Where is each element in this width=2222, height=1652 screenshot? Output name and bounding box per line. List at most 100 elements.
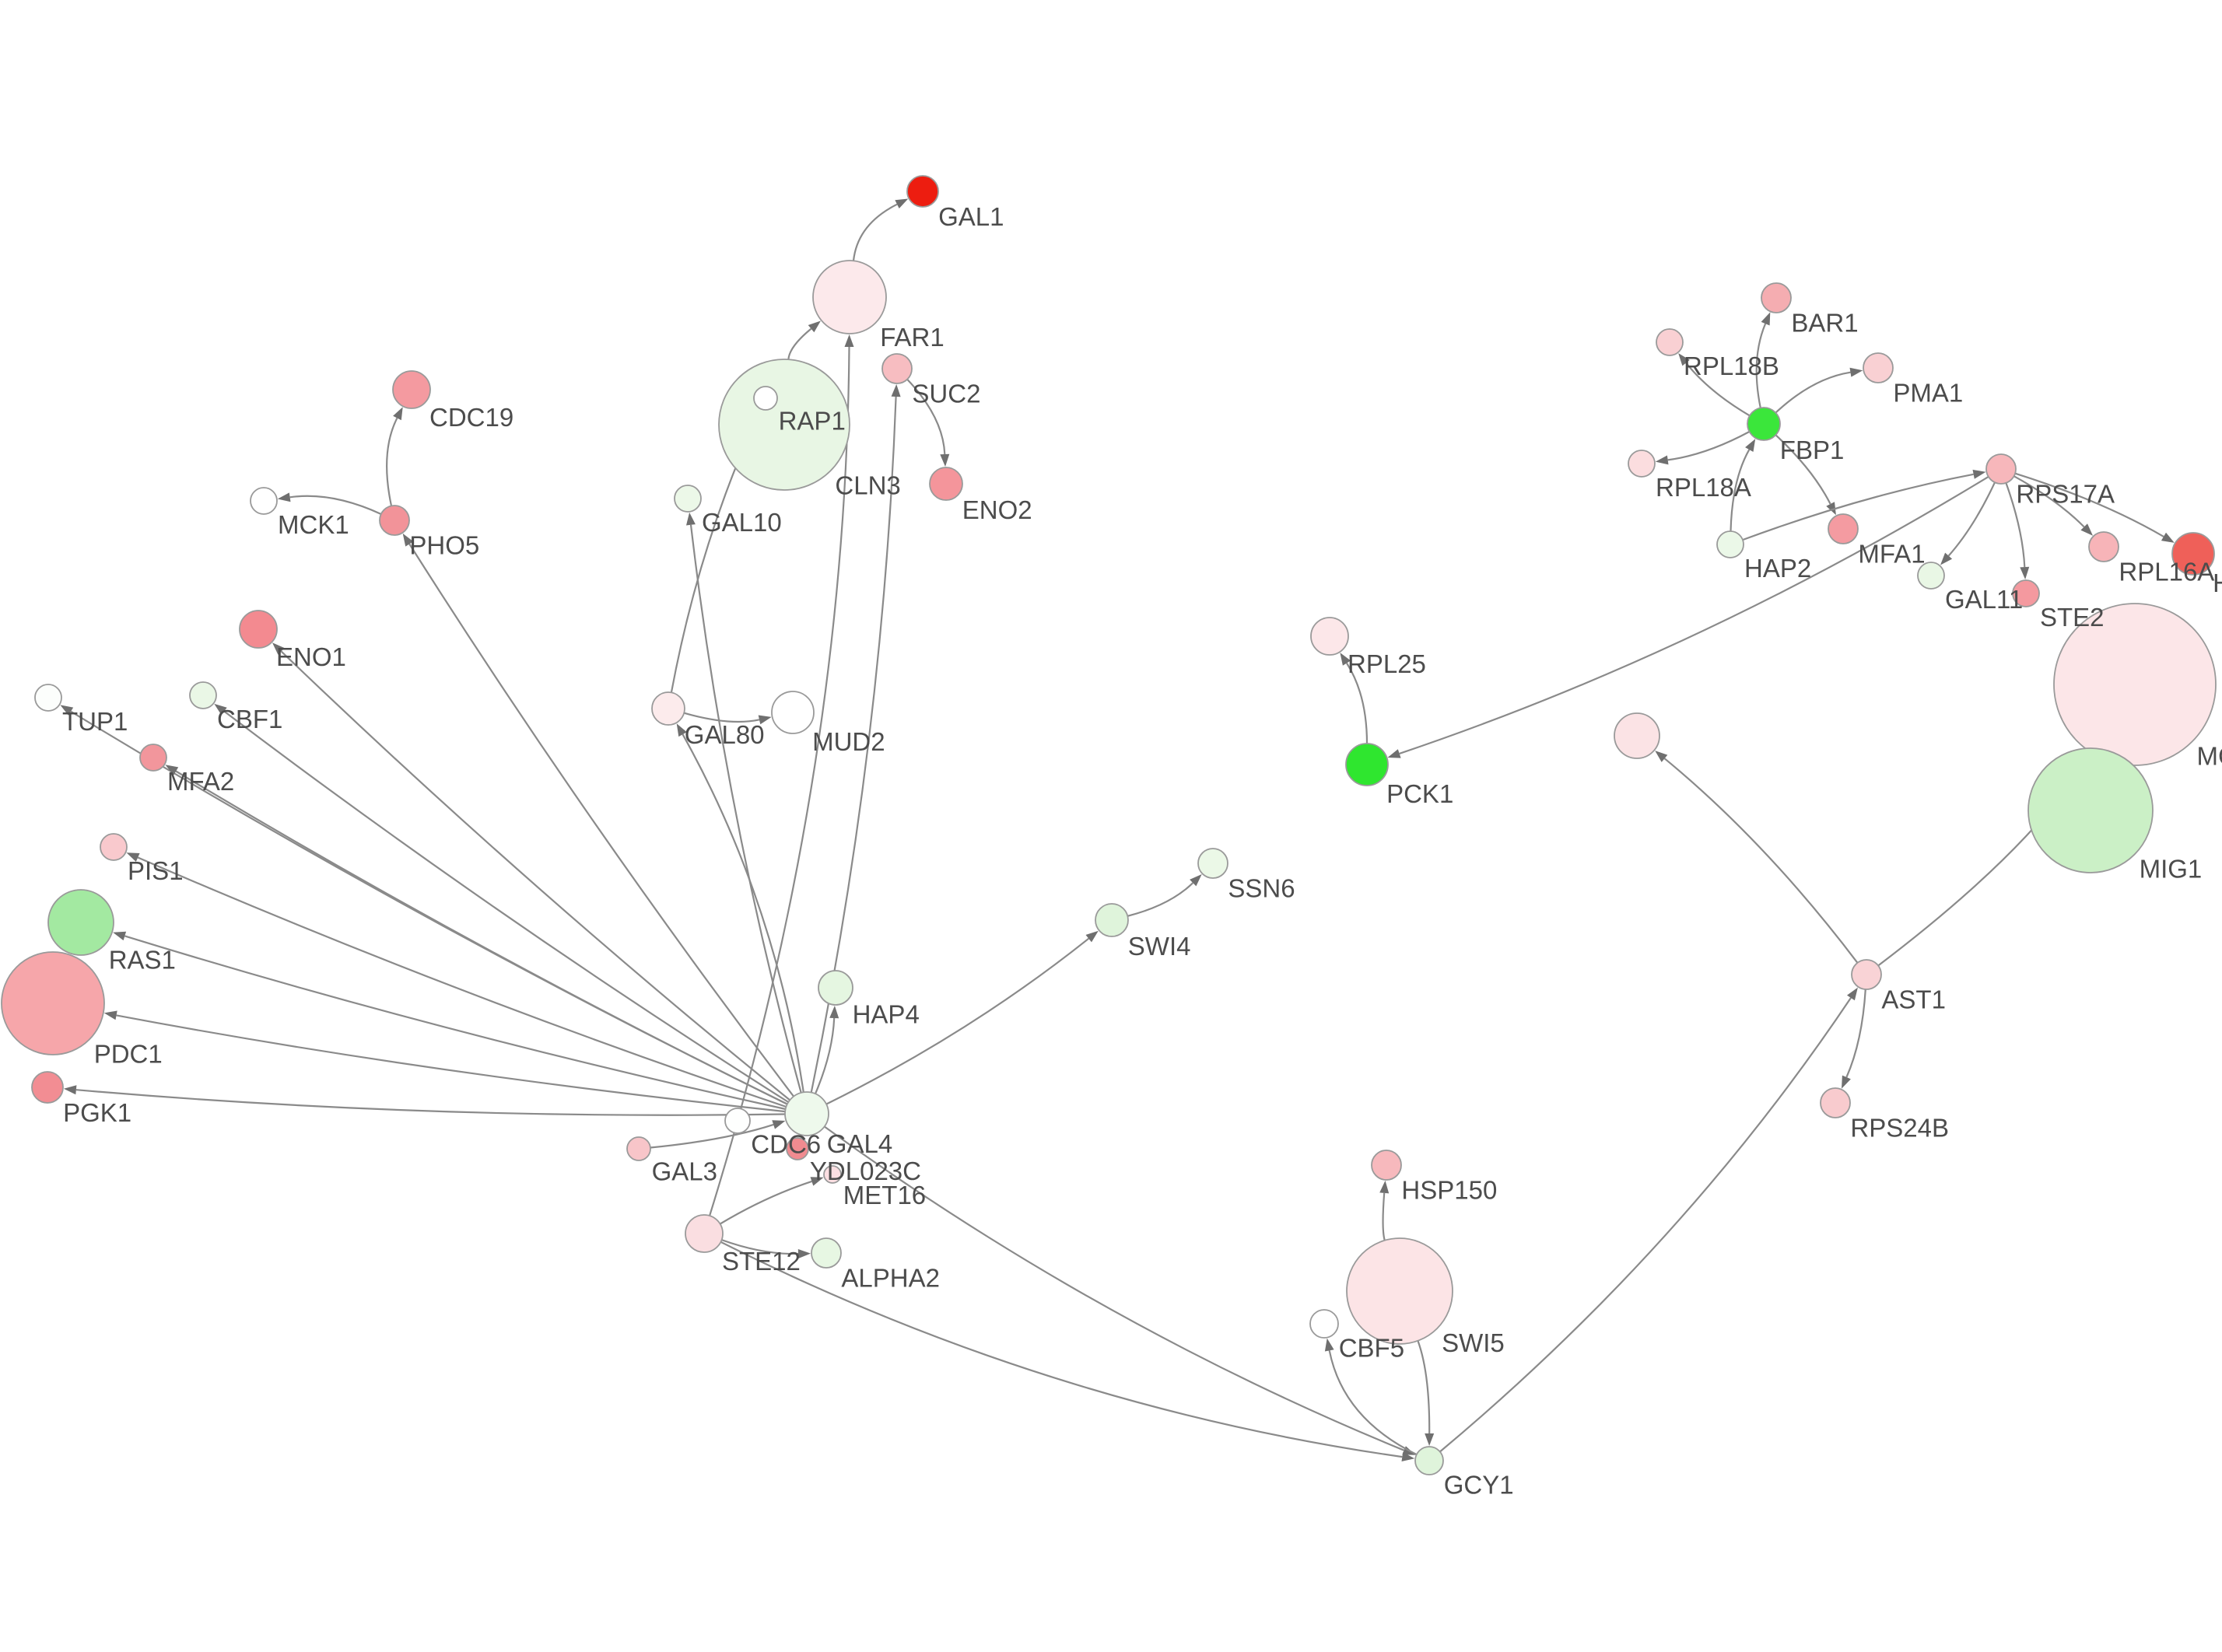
edge-GAL4-GAL80[interactable] (682, 733, 804, 1093)
edge-SUC2-ENO2[interactable] (906, 379, 946, 455)
edge-GAL4-PIS1[interactable] (137, 856, 787, 1108)
node-RPL25[interactable] (1310, 617, 1349, 656)
edge-RPS17A-PCK1[interactable] (1399, 475, 1989, 754)
edge-FBP1-RPL18A[interactable] (1667, 431, 1751, 461)
node-RPS17A[interactable] (1985, 453, 2017, 485)
edge-GAL4-GAL10[interactable] (689, 524, 802, 1094)
node-SUC2[interactable] (881, 353, 913, 384)
node-STE12[interactable] (685, 1214, 724, 1253)
edge-GAL4-SWI4[interactable] (825, 937, 1089, 1105)
node-PIS1[interactable] (100, 833, 128, 861)
edge-GAL80-MUD2[interactable] (683, 712, 760, 723)
node-PHO5[interactable] (379, 505, 410, 536)
node-CBF5[interactable] (1309, 1309, 1339, 1339)
node-PMA1[interactable] (1863, 352, 1894, 383)
node-MCM1[interactable] (2053, 603, 2217, 766)
node-PDC1[interactable] (1, 951, 105, 1055)
edge-GCY1-AST1[interactable] (1439, 997, 1852, 1453)
node-RAP1[interactable] (753, 386, 778, 411)
node-GCY1[interactable] (1414, 1446, 1444, 1475)
node-AST1[interactable] (1851, 959, 1882, 990)
node-MFA1[interactable] (1828, 513, 1859, 544)
edge-AST1-N_UNLABELED[interactable] (1663, 758, 1859, 964)
node-GAL80[interactable] (651, 691, 685, 726)
node-GAL11[interactable] (1917, 562, 1945, 590)
edge-FBP1-MFA1[interactable] (1775, 434, 1831, 505)
node-label-FBP1: FBP1 (1780, 436, 1845, 464)
edge-GAL4-ENO1[interactable] (280, 650, 790, 1101)
edge-PCK1-RPL25[interactable] (1346, 663, 1369, 744)
node-YDL023C[interactable] (786, 1137, 809, 1160)
node-HSP150[interactable] (1371, 1150, 1402, 1181)
edge-FBP1-PMA1[interactable] (1775, 371, 1851, 414)
edge-RPS17A-GAL11[interactable] (1947, 481, 1996, 557)
node-PGK1[interactable] (31, 1071, 64, 1104)
edge-GAL4-PDC1[interactable] (116, 1014, 786, 1113)
node-TUP1[interactable] (34, 684, 62, 712)
node-CBF1[interactable] (189, 681, 217, 709)
node-RPL18B[interactable] (1656, 328, 1684, 356)
edge-RPS17A-HIS4[interactable] (2014, 472, 2164, 537)
node-MCK1[interactable] (250, 487, 278, 515)
edge-CLN3-FAR1[interactable] (787, 327, 812, 360)
node-FAR1[interactable] (812, 260, 887, 334)
node-FBP1[interactable] (1747, 407, 1781, 441)
node-ENO1[interactable] (239, 610, 278, 649)
node-BAR1[interactable] (1761, 282, 1792, 313)
node-RAS1[interactable] (47, 889, 114, 956)
node-HAP2[interactable] (1716, 530, 1744, 558)
edge-GAL4-PHO5[interactable] (408, 543, 794, 1097)
edge-STE12-FAR1[interactable] (709, 346, 850, 1216)
edge-GAL3-GAL4[interactable] (650, 1123, 774, 1149)
node-RPL18A[interactable] (1628, 450, 1656, 478)
edge-RPS17A-STE2[interactable] (2005, 482, 2026, 568)
edge-GCY1-CBF5[interactable] (1328, 1350, 1418, 1456)
edge-PHO5-MCK1[interactable] (289, 495, 382, 515)
edge-GAL4-HAP4[interactable] (814, 1017, 836, 1094)
edge-RPS17A-RPL16A[interactable] (2013, 475, 2085, 528)
edge-FBP1-RPL18B[interactable] (1685, 362, 1751, 417)
node-MIG1[interactable] (2027, 747, 2154, 873)
edge-AST1-RPS24B[interactable] (1845, 989, 1866, 1078)
edge-GAL4-GCY1[interactable] (824, 1125, 1405, 1451)
node-STE2[interactable] (2012, 579, 2040, 607)
node-GAL1[interactable] (906, 175, 939, 208)
node-GAL10[interactable] (674, 485, 702, 513)
edge-SWI5-HSP150[interactable] (1382, 1192, 1386, 1241)
edge-SWI5-GCY1[interactable] (1417, 1340, 1431, 1434)
node-ALPHA2[interactable] (811, 1237, 842, 1269)
edge-HAP2-FBP1[interactable] (1730, 449, 1751, 532)
edge-FAR1-GAL1[interactable] (852, 203, 898, 261)
node-GAL4[interactable] (784, 1091, 829, 1136)
node-GAL3[interactable] (626, 1136, 651, 1161)
node-MET16[interactable] (823, 1165, 842, 1184)
edge-SWI4-SSN6[interactable] (1127, 882, 1193, 917)
node-N_UNLABELED[interactable] (1614, 712, 1660, 759)
edge-STE12-ALPHA2[interactable] (721, 1239, 799, 1255)
edge-STE12-GCY1[interactable] (720, 1241, 1403, 1458)
edge-PHO5-CDC19[interactable] (386, 418, 398, 506)
node-RPL16A[interactable] (2088, 531, 2119, 562)
arrowhead-RPS17A-HIS4 (2161, 532, 2175, 543)
node-ENO2[interactable] (929, 467, 963, 501)
node-HIS4[interactable] (2171, 532, 2215, 576)
edge-GAL4-RAS1[interactable] (124, 935, 786, 1111)
node-MUD2[interactable] (771, 691, 815, 734)
node-CDC19[interactable] (392, 370, 431, 409)
node-RPS24B[interactable] (1820, 1087, 1851, 1118)
edge-STE12-MET16[interactable] (720, 1180, 812, 1225)
node-CDC6[interactable] (724, 1108, 751, 1134)
node-PCK1[interactable] (1345, 743, 1389, 786)
arrowhead-GAL4-PGK1 (63, 1085, 77, 1095)
node-HAP4[interactable] (818, 970, 853, 1006)
edge-GAL4-CBF1[interactable] (223, 710, 789, 1103)
node-SWI5[interactable] (1346, 1237, 1453, 1345)
edge-GAL4-MFA2[interactable] (175, 770, 788, 1105)
edge-GAL4-PGK1[interactable] (75, 1089, 786, 1116)
edge-HAP2-RPS17A[interactable] (1742, 473, 1974, 541)
node-MFA2[interactable] (139, 744, 167, 772)
node-SSN6[interactable] (1197, 848, 1228, 879)
node-SWI4[interactable] (1095, 903, 1129, 937)
node-CLN3[interactable] (718, 359, 850, 491)
edge-FBP1-BAR1[interactable] (1755, 323, 1767, 408)
